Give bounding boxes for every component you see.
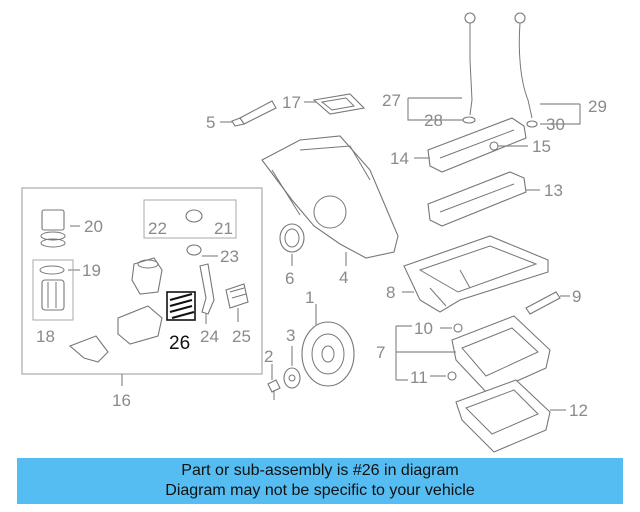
callout-26: 26	[169, 333, 190, 354]
callout-29: 29	[588, 97, 607, 116]
oil-filter-assembly-box	[21, 187, 263, 375]
callout-22: 22	[148, 219, 167, 238]
callout-3: 3	[286, 326, 295, 345]
callout-10: 10	[414, 319, 433, 338]
callout-15: 15	[532, 137, 551, 156]
sealant-tube-small-drawing	[525, 291, 561, 315]
gasket-kit-drawing	[312, 93, 366, 115]
callout-8: 8	[386, 283, 395, 302]
callout-13: 13	[544, 181, 563, 200]
callout-27: 27	[382, 91, 401, 110]
callout-14: 14	[390, 149, 409, 168]
oil-filter-cap-drawing	[40, 209, 66, 248]
callout-2: 2	[264, 347, 273, 366]
oil-cap-drawing	[185, 209, 203, 223]
callout-7: 7	[376, 343, 385, 362]
filter-housing-drawing	[68, 257, 163, 363]
callout-4: 4	[339, 268, 348, 287]
sensor-drawing	[225, 283, 249, 309]
valve-cover-upper-drawing	[427, 117, 527, 173]
timing-cover-drawing	[261, 135, 399, 259]
callout-16: 16	[112, 391, 131, 410]
bolt-drawing	[267, 379, 281, 400]
valve-cover-lower-drawing	[427, 171, 527, 227]
flywheel-drawing	[301, 321, 355, 387]
callout-1: 1	[305, 288, 314, 307]
callout-19: 19	[82, 261, 101, 280]
callout-17: 17	[282, 93, 301, 112]
callout-25: 25	[232, 327, 251, 346]
dipstick-drawing	[462, 12, 538, 128]
callout-20: 20	[84, 217, 103, 236]
callout-11: 11	[410, 368, 428, 387]
sealant-tube-drawing	[231, 100, 277, 127]
oil-pan-fasteners-drawing	[447, 323, 463, 381]
callout-24: 24	[200, 327, 219, 346]
gasket-26-drawing	[166, 291, 196, 321]
callout-5: 5	[206, 113, 215, 132]
callout-6: 6	[285, 269, 294, 288]
callout-30: 30	[546, 115, 565, 134]
callout-28: 28	[424, 111, 443, 130]
upper-oil-pan-drawing	[403, 235, 549, 313]
callout-18: 18	[36, 327, 55, 346]
banner-part-line: Part or sub-assembly is #26 in diagram	[181, 462, 459, 479]
lower-oil-pan-drawing	[451, 315, 551, 395]
drive-plate-drawing	[283, 367, 301, 389]
front-seal-drawing	[279, 223, 305, 253]
dipstick-tube-drawing	[199, 263, 215, 315]
callout-23: 23	[220, 247, 239, 266]
banner-disclaimer-line: Diagram may not be specific to your vehi…	[165, 482, 475, 499]
oil-pan-cover-drawing	[455, 379, 551, 453]
info-banner: Part or sub-assembly is #26 in diagram D…	[17, 458, 623, 504]
oil-filter-drawing	[39, 265, 65, 311]
callout-9: 9	[572, 287, 581, 306]
callout-12: 12	[569, 401, 588, 420]
callout-21: 21	[214, 219, 233, 238]
oil-cap-seal-drawing	[186, 244, 202, 256]
